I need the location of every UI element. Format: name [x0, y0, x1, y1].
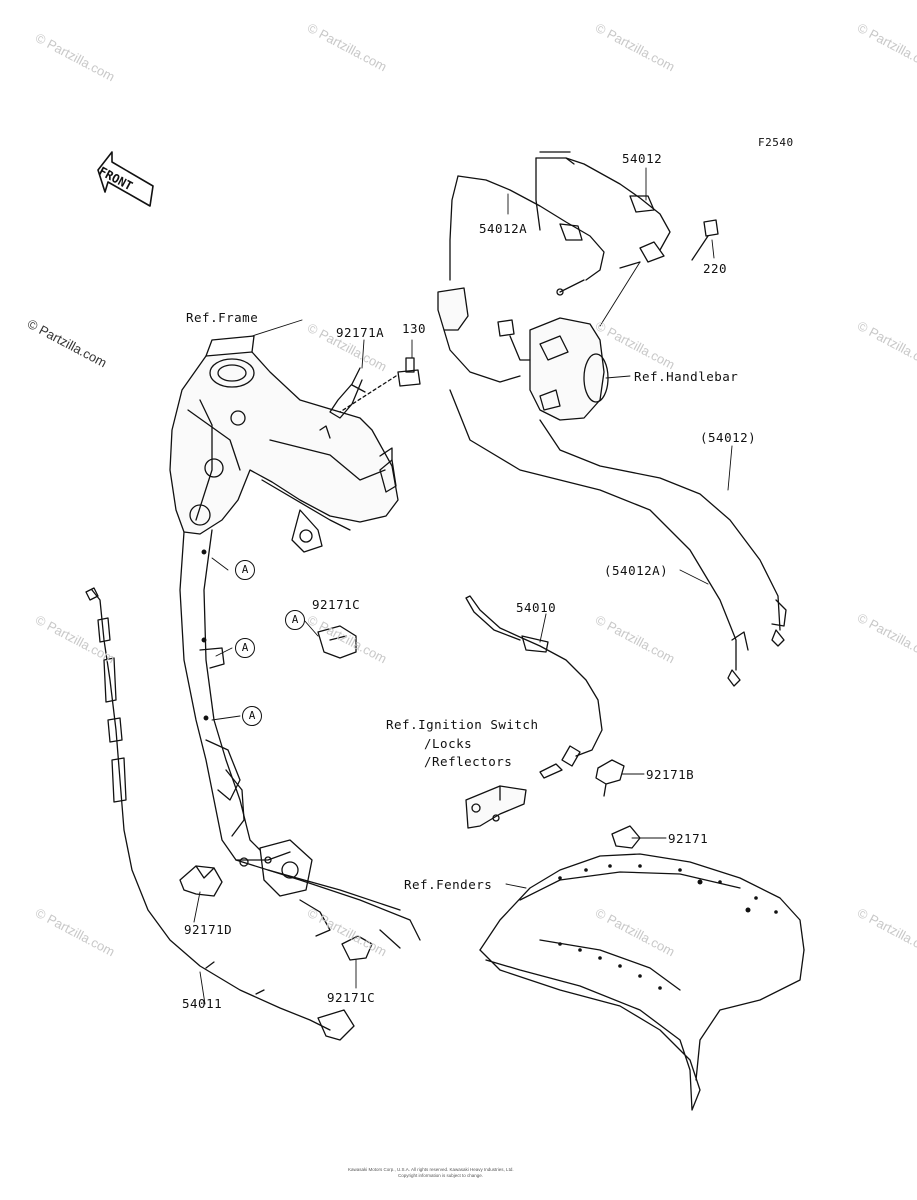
- cable-54010: [465, 595, 603, 779]
- clamp-92171C-lower: [341, 935, 373, 961]
- handlebar-switch: [437, 287, 609, 421]
- ref-ignition-locks: /Locks: [424, 736, 473, 751]
- ref-frame: Ref.Frame: [186, 310, 259, 325]
- throttle-cable-54012A: [449, 175, 605, 296]
- part-92171D: 92171D: [184, 922, 233, 937]
- cable-routing-lower: [449, 389, 787, 687]
- copyright-line-2: Copyright information is subject to chan…: [398, 1173, 484, 1178]
- figure-code: F2540: [758, 136, 794, 149]
- part-92171: 92171: [668, 831, 709, 846]
- clamp-92171: [611, 825, 641, 849]
- ignition-bracket: [465, 785, 527, 829]
- part-92171A: 92171A: [336, 325, 385, 340]
- ref-ignition-switch: Ref.Ignition Switch: [386, 717, 539, 732]
- ref-ignition-reflectors: /Reflectors: [424, 754, 513, 769]
- leader-lines: [193, 167, 733, 1005]
- clamp-92171D: [179, 865, 223, 897]
- rear-fender: [479, 853, 805, 1111]
- part-54012: 54012: [622, 151, 663, 166]
- frame-drawing: [169, 335, 421, 949]
- bolt-220: [691, 219, 719, 261]
- front-arrow-icon: [97, 151, 154, 207]
- part-54012A: 54012A: [479, 221, 528, 236]
- part-54010: 54010: [516, 600, 557, 615]
- part-54012-paren: (54012): [700, 430, 757, 445]
- copyright-line-1: Kawasaki Motors Corp., U.S.A. All rights…: [348, 1167, 514, 1172]
- ref-marker-a: A: [242, 706, 262, 726]
- ref-marker-a: A: [235, 560, 255, 580]
- part-130: 130: [402, 321, 427, 336]
- ref-marker-a: A: [285, 610, 305, 630]
- part-54011: 54011: [182, 996, 223, 1011]
- clamp-92171C-top: [317, 625, 357, 659]
- part-92171C-top: 92171C: [312, 597, 361, 612]
- clutch-cable-54011: [85, 587, 355, 1041]
- bolt-130: [339, 357, 421, 413]
- part-54012A-paren: (54012A): [604, 563, 669, 578]
- ref-fenders: Ref.Fenders: [404, 877, 493, 892]
- part-92171B: 92171B: [646, 767, 695, 782]
- clamp-92171A: [329, 367, 366, 419]
- part-92171C-bottom: 92171C: [327, 990, 376, 1005]
- throttle-cable-54012: [535, 151, 671, 269]
- part-220: 220: [703, 261, 728, 276]
- ref-marker-a: A: [235, 638, 255, 658]
- ref-handlebar: Ref.Handlebar: [634, 369, 739, 384]
- clamp-92171B: [595, 759, 625, 797]
